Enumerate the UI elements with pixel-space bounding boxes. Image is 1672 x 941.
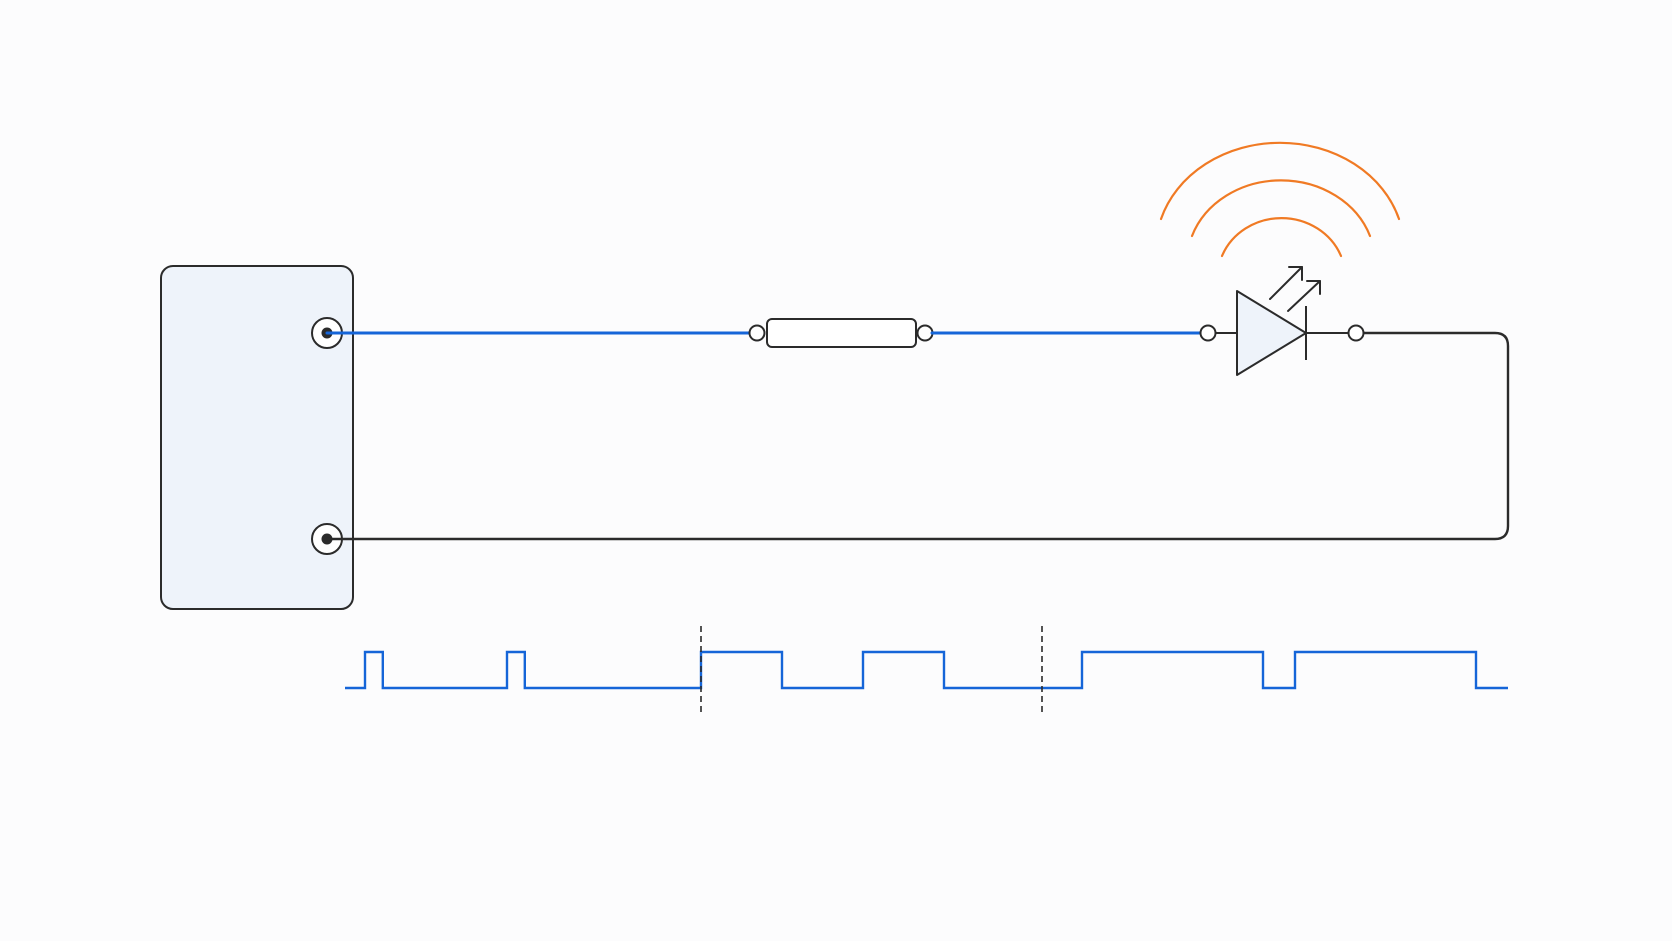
- return-wire: [327, 331, 1510, 541]
- resistor-symbol: [748, 318, 934, 348]
- led-emission-arrows-icon: [1269, 266, 1321, 312]
- pwm-waveform: [345, 626, 1508, 712]
- light-arc-inner: [1220, 217, 1343, 258]
- light-arc-outer: [1159, 141, 1401, 221]
- microcontroller-block: [160, 265, 354, 610]
- pwm-signal-trace: [345, 650, 1508, 690]
- led-symbol: [1199, 290, 1365, 376]
- light-arc-middle: [1190, 179, 1372, 238]
- light-emission-arcs-icon: [1159, 141, 1401, 258]
